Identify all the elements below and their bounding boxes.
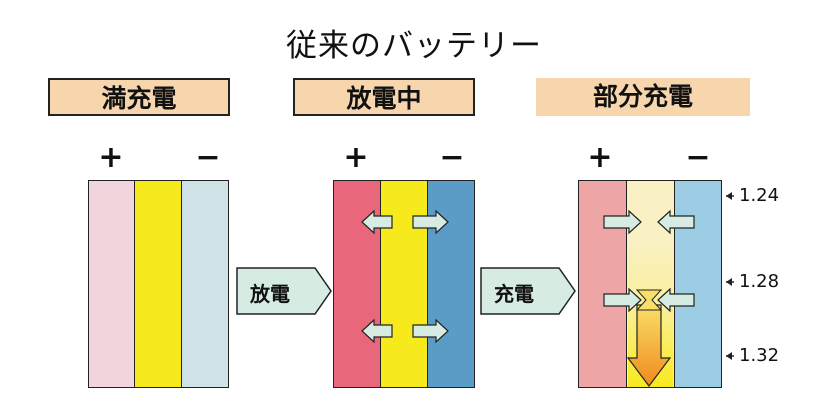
plus-sign-full: + <box>98 140 124 175</box>
ion-collision-icon <box>635 289 663 311</box>
voltage-tick-label: 1.24 <box>739 185 780 206</box>
full-negative-electrode <box>181 180 229 388</box>
voltage-tick-label: 1.28 <box>739 271 780 292</box>
ion-arrow-right-icon <box>412 318 449 344</box>
ion-arrow-right-icon <box>412 209 449 235</box>
discharging-electrolyte <box>380 180 428 388</box>
charge-arrow-icon <box>480 267 576 315</box>
voltage-tick-arrowhead-icon <box>726 352 732 360</box>
discharging-negative-electrode <box>427 180 475 388</box>
minus-sign-discharging: − <box>439 140 465 175</box>
ion-arrow-in-icon <box>657 209 695 235</box>
state-label-full-charge: 満充電 <box>48 78 230 116</box>
partial-negative-electrode <box>674 180 722 388</box>
minus-sign-full: − <box>195 140 221 175</box>
state-label-discharging: 放電中 <box>293 78 475 116</box>
ion-arrow-in-icon <box>603 287 642 313</box>
transition-label-charge: 充電 <box>494 282 534 306</box>
discharge-arrow-icon <box>236 267 332 315</box>
ion-arrow-in-icon <box>657 287 695 313</box>
state-label-partial-charge: 部分充電 <box>536 78 750 116</box>
plus-sign-discharging: + <box>343 140 369 175</box>
plus-sign-partial: + <box>587 140 613 175</box>
ion-arrow-in-icon <box>603 209 642 235</box>
transition-label-discharge: 放電 <box>250 282 290 306</box>
ion-arrow-left-icon <box>361 209 393 235</box>
voltage-tick-label: 1.32 <box>739 345 780 366</box>
ion-arrow-left-icon <box>361 318 393 344</box>
voltage-tick-arrowhead-icon <box>726 192 732 200</box>
minus-sign-partial: − <box>685 140 711 175</box>
diagram-title: 従来のバッテリー <box>286 28 542 64</box>
voltage-tick-arrowhead-icon <box>726 278 732 286</box>
concentration-gradient-arrow-icon <box>626 304 672 387</box>
